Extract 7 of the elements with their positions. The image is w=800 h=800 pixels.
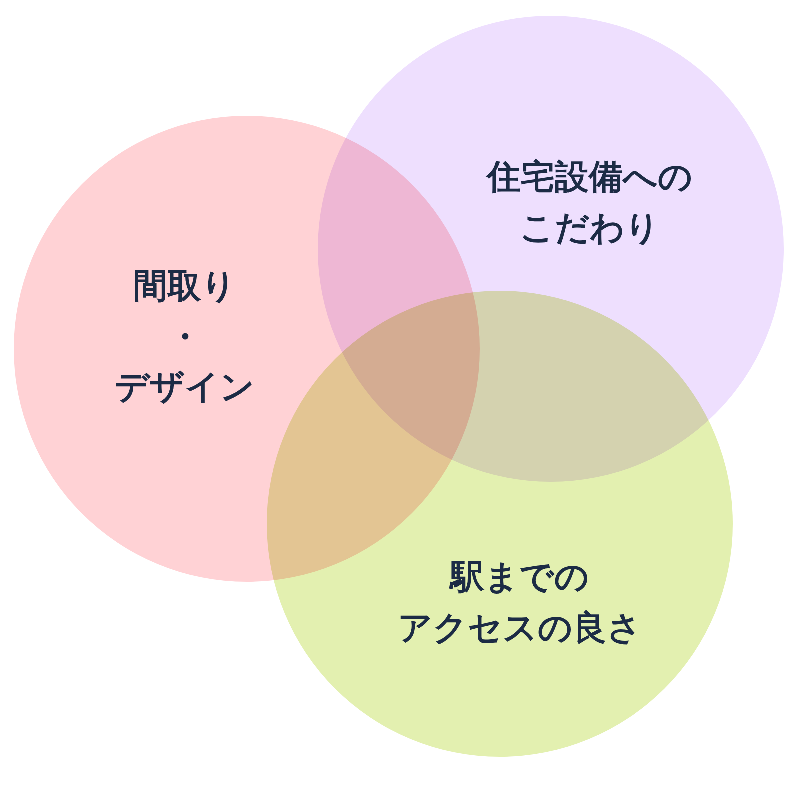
circle-label: こだわり bbox=[520, 207, 660, 250]
circle-label: アクセスの良さ bbox=[398, 607, 642, 650]
circle-label: 間取り bbox=[134, 265, 236, 308]
circle-label: デザイン bbox=[115, 366, 255, 409]
circle-label: 住宅設備への bbox=[487, 156, 693, 199]
circle-label: 駅までの bbox=[450, 556, 590, 599]
circle-label: ・ bbox=[168, 316, 202, 358]
